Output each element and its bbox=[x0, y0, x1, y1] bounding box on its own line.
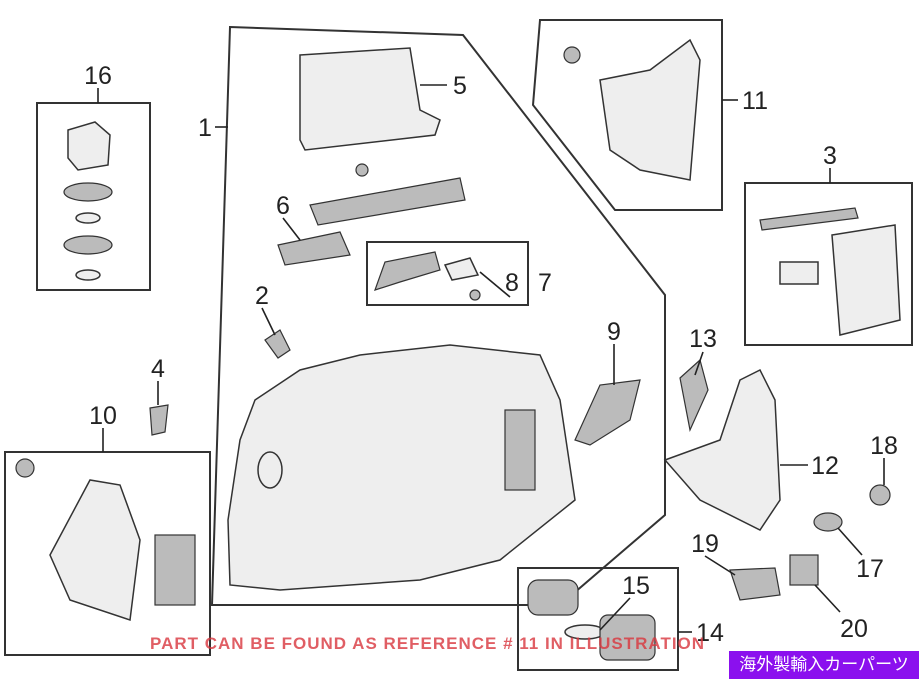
callout-11: 11 bbox=[742, 87, 768, 115]
part-quarter-panel bbox=[227, 344, 576, 591]
callout-2: 2 bbox=[255, 282, 269, 310]
part-6-handle bbox=[277, 231, 351, 266]
part-19 bbox=[729, 567, 781, 601]
part-rail bbox=[309, 177, 466, 226]
part-panel-grille bbox=[504, 409, 536, 491]
part-5-shade bbox=[299, 47, 441, 177]
callout-7: 7 bbox=[538, 269, 552, 297]
leader-lines bbox=[97, 84, 885, 633]
callout-1: 1 bbox=[198, 114, 212, 142]
part-17 bbox=[813, 512, 843, 532]
box-11 bbox=[531, 19, 723, 211]
callout-18: 18 bbox=[870, 432, 898, 460]
part-3 bbox=[759, 207, 901, 336]
callout-12: 12 bbox=[811, 452, 839, 480]
callout-5: 5 bbox=[453, 72, 467, 100]
box-14 bbox=[517, 567, 679, 671]
reference-note: PART CAN BE FOUND AS REFERENCE # 11 IN I… bbox=[150, 634, 706, 653]
part-18 bbox=[869, 484, 891, 506]
callout-10: 10 bbox=[89, 402, 117, 430]
part-14-15 bbox=[527, 579, 656, 661]
part-20 bbox=[789, 554, 819, 586]
callout-20: 20 bbox=[840, 615, 868, 643]
part-13 bbox=[679, 358, 709, 432]
box-3 bbox=[744, 182, 913, 346]
callout-8: 8 bbox=[505, 269, 519, 297]
callout-6: 6 bbox=[276, 192, 290, 220]
part-8-handle bbox=[374, 251, 481, 301]
callout-16: 16 bbox=[84, 62, 112, 90]
callout-17: 17 bbox=[856, 555, 884, 583]
part-11-trim bbox=[563, 38, 701, 181]
box-1-main-panel bbox=[210, 25, 666, 606]
part-16-clips bbox=[63, 121, 113, 281]
part-10 bbox=[15, 458, 196, 622]
part-9 bbox=[574, 379, 641, 446]
box-10 bbox=[4, 451, 211, 656]
part-4 bbox=[149, 404, 169, 436]
callout-9: 9 bbox=[607, 318, 621, 346]
part-2-bolt bbox=[264, 329, 291, 359]
box-16 bbox=[36, 102, 151, 291]
callout-15: 15 bbox=[622, 572, 650, 600]
box-7 bbox=[366, 241, 529, 306]
callout-19: 19 bbox=[691, 530, 719, 558]
shop-badge: 海外製輸入カーパーツ bbox=[729, 651, 919, 679]
callout-13: 13 bbox=[689, 325, 717, 353]
part-12 bbox=[663, 368, 781, 531]
callout-3: 3 bbox=[823, 142, 837, 170]
callout-4: 4 bbox=[151, 355, 165, 383]
callout-14: 14 bbox=[696, 619, 724, 647]
